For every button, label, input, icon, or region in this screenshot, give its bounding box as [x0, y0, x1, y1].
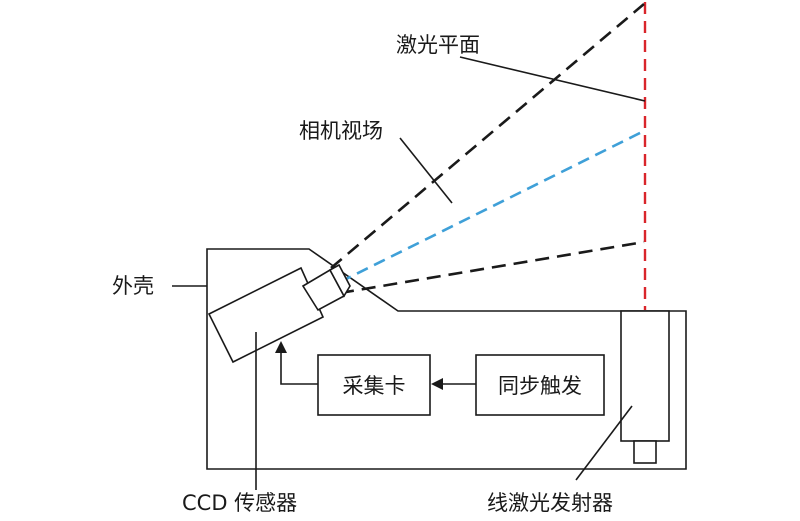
line-laser-emitter-label: 线激光发射器	[487, 491, 613, 515]
leader-laser-plane	[459, 56, 646, 102]
ccd-sensor-label: CCD 传感器	[182, 491, 297, 515]
sync-trigger-box	[475, 354, 605, 416]
leader-laser-emitter	[575, 405, 633, 481]
laser-emitter-tip	[633, 440, 657, 464]
fov-center-line	[339, 129, 645, 284]
housing-outline	[206, 248, 687, 470]
ccd-camera-body	[207, 266, 325, 364]
arrow-card-to-ccd-head	[275, 341, 287, 353]
fov-upper-boundary	[330, 3, 645, 269]
acquisition-card-label: 采集卡	[343, 374, 406, 398]
ccd-camera-lens-tip	[328, 263, 351, 298]
laser-emitter-body	[620, 310, 670, 442]
fov-lower-boundary	[339, 240, 645, 295]
acquisition-card-box	[317, 354, 431, 416]
arrow-sync-to-card-head	[431, 378, 443, 390]
laser-plane-label: 激光平面	[396, 33, 480, 57]
sync-trigger-label: 同步触发	[498, 374, 582, 398]
leader-camera-fov	[399, 137, 453, 204]
arrow-card-to-ccd	[280, 352, 318, 385]
camera-fov-label: 相机视场	[299, 119, 383, 143]
housing-label: 外壳	[112, 274, 154, 298]
